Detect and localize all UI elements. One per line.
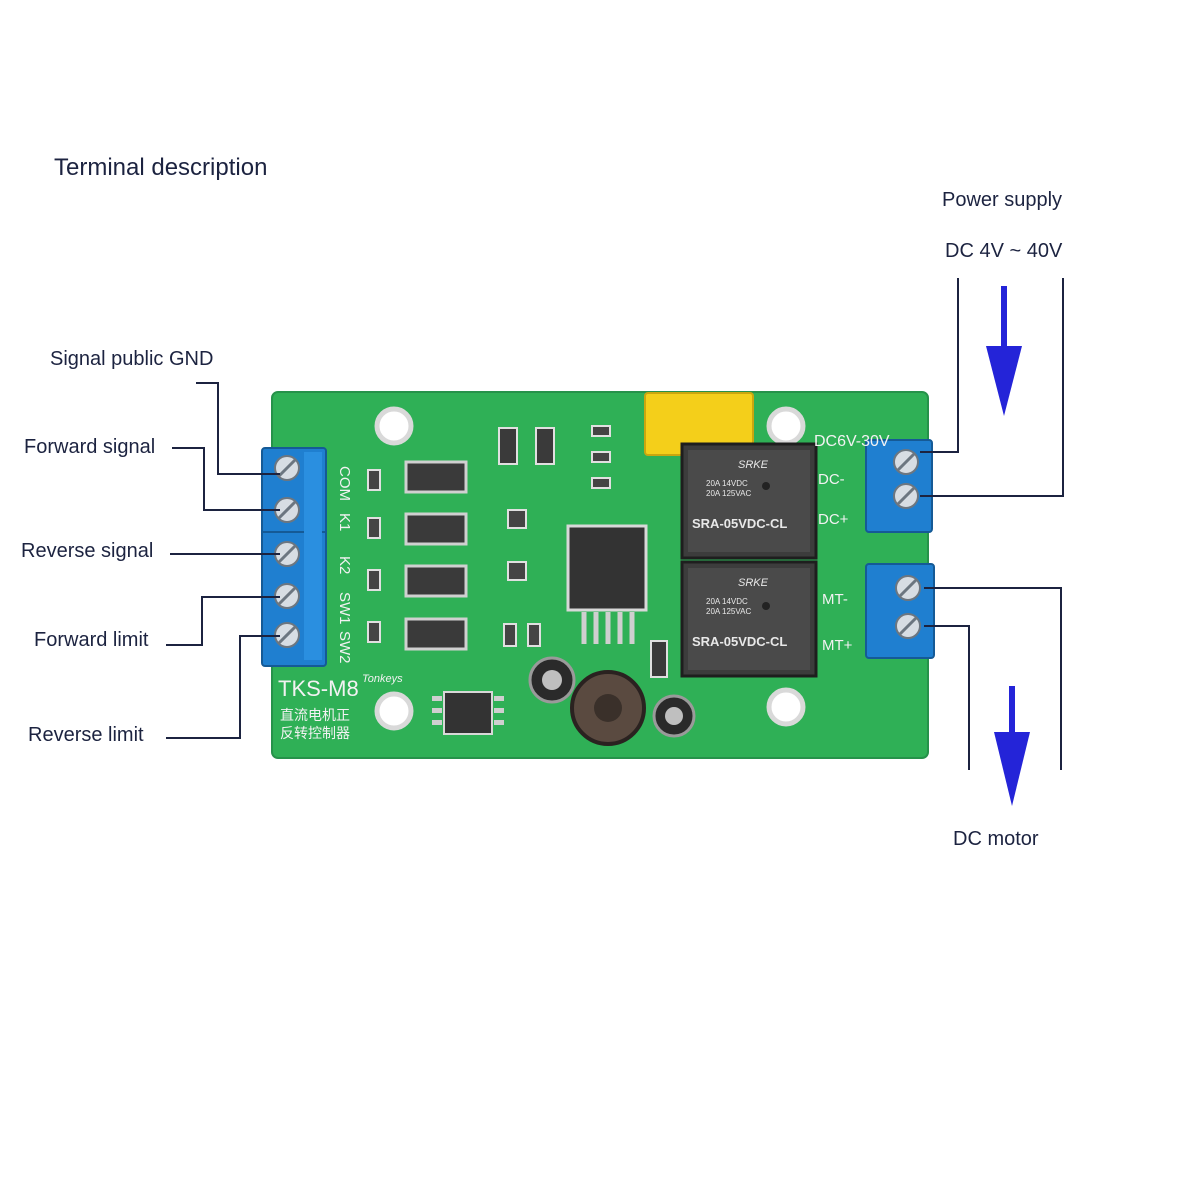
relay-bottom: SRKE 20A 14VDC 20A 125VAC SRA-05VDC-CL [680, 560, 818, 678]
optocoupler-chips [404, 460, 468, 651]
relay-top-brand: SRKE [738, 459, 769, 471]
small-ic [432, 691, 504, 735]
relay-top-model: SRA-05VDC-CL [692, 516, 787, 531]
relay-top: SRKE 20A 14VDC 20A 125VAC SRA-05VDC-CL [680, 442, 818, 560]
motor-terminal-block [865, 563, 935, 659]
silk-model: TKS-M8 [278, 676, 359, 701]
silk-mt-minus: MT- [822, 591, 848, 608]
regulator-ic [566, 524, 648, 644]
silk-cn-line1: 直流电机正 [280, 707, 350, 723]
relay-top-rating1: 20A 14VDC [706, 479, 748, 488]
signal-gnd-label: Signal public GND [50, 348, 214, 370]
silk-cn-line2: 反转控制器 [280, 725, 350, 741]
diagram-title: Terminal description [54, 154, 268, 181]
silk-k2: K2 [336, 556, 353, 574]
relay-bottom-model: SRA-05VDC-CL [692, 634, 787, 649]
motor-arrow-icon [994, 686, 1030, 806]
relay-bottom-rating2: 20A 125VAC [706, 607, 751, 616]
silk-sw1: SW1 [336, 592, 353, 625]
silk-power-range: DC6V-30V [814, 433, 890, 450]
capacitors-inductor [528, 656, 696, 746]
silk-dc-minus: DC- [818, 471, 845, 488]
left-silk-labels: COM K1 K2 SW1 SW2 [336, 466, 353, 664]
relay-top-rating2: 20A 125VAC [706, 489, 751, 498]
relay-bottom-rating1: 20A 14VDC [706, 597, 748, 606]
dc-motor-label: DC motor [953, 828, 1039, 850]
reverse-signal-label: Reverse signal [21, 540, 154, 562]
power-arrow-icon [986, 286, 1022, 416]
silk-mt-plus: MT+ [822, 637, 853, 654]
silk-dc-plus: DC+ [818, 511, 849, 528]
silk-k1: K1 [336, 513, 353, 531]
silk-brand: Tonkeys [362, 673, 403, 685]
power-voltage-label: DC 4V ~ 40V [945, 240, 1063, 262]
right-leader-lines [920, 278, 1064, 770]
diodes [498, 427, 668, 678]
forward-signal-label: Forward signal [24, 436, 156, 458]
power-terminal-block [865, 439, 933, 533]
left-leader-lines [166, 382, 280, 739]
relay-bottom-brand: SRKE [738, 577, 769, 589]
reverse-limit-label: Reverse limit [28, 724, 144, 746]
forward-limit-label: Forward limit [34, 629, 149, 651]
terminal-screw-icons [274, 455, 300, 648]
power-supply-label: Power supply [942, 189, 1063, 211]
left-terminal-block [261, 447, 327, 667]
mounting-holes [374, 406, 806, 731]
silk-com: COM [336, 466, 353, 501]
smd-resistors [367, 425, 611, 647]
silk-sw2: SW2 [336, 631, 353, 664]
